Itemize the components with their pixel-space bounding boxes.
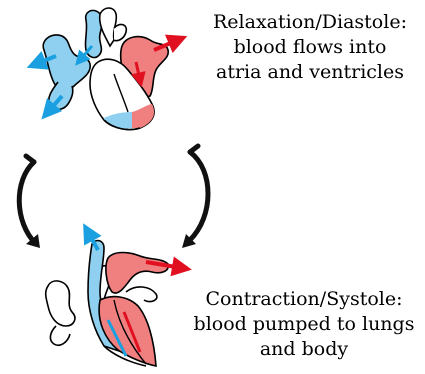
diastole-caption-line-1: Relaxation/Diastole: (196, 10, 424, 35)
heart-diastole (36, 8, 178, 130)
systole-ventricles (99, 297, 156, 366)
systole-caption-line-1: Contraction/Systole: (184, 287, 424, 312)
cycle-arrow-left-icon (19, 156, 40, 248)
systole-caption-line-3: and body (184, 337, 424, 362)
systole-caption-line-2: blood pumped to lungs (184, 312, 424, 337)
heart-systole (46, 232, 182, 366)
diastole-caption-line-2: blood flows into (196, 35, 424, 60)
systole-caption: Contraction/Systole: blood pumped to lun… (184, 287, 424, 362)
diastole-caption: Relaxation/Diastole: blood flows into at… (196, 10, 424, 85)
cycle-arrow-right-icon (182, 146, 208, 248)
diastole-great-vessels (100, 8, 127, 46)
diastole-caption-line-3: atria and ventricles (196, 60, 424, 85)
